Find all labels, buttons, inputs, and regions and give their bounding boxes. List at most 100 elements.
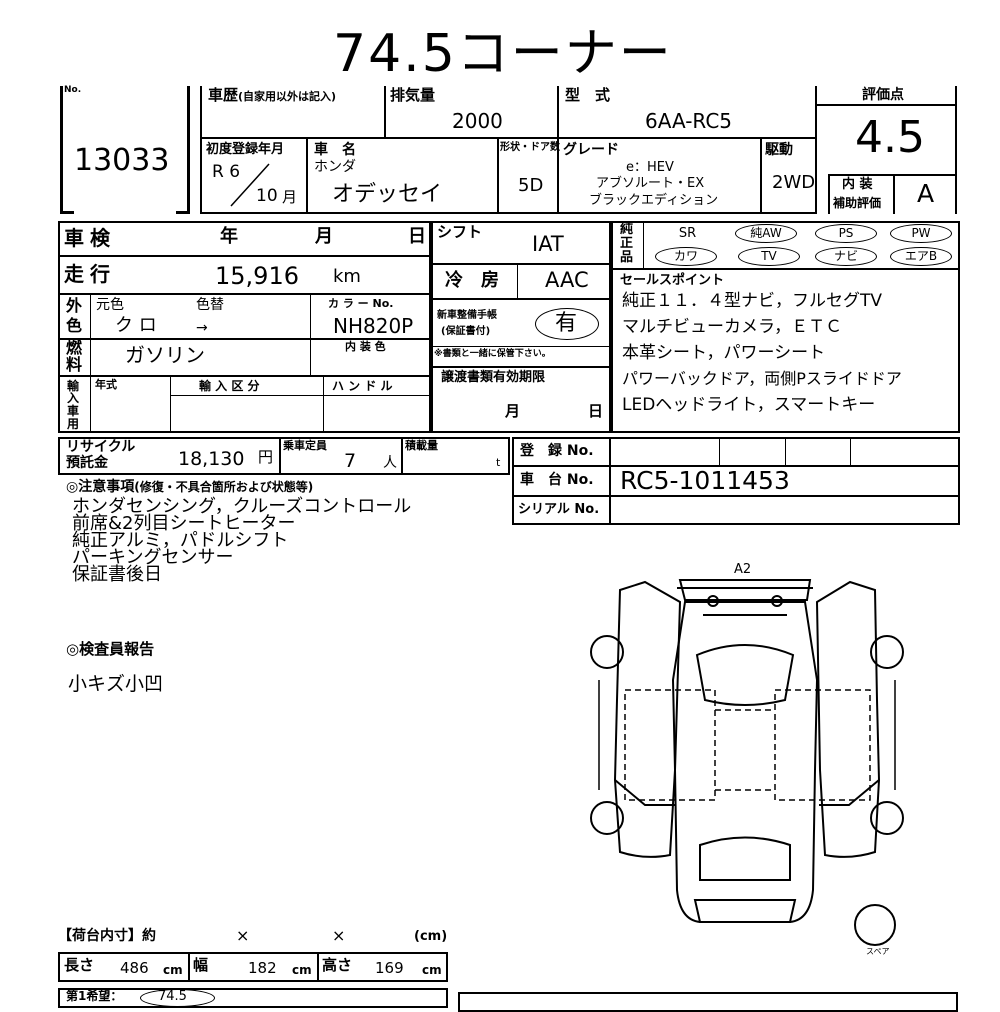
grade-line-1: e：HEV xyxy=(626,160,674,175)
first-bid-label: 第1希望： xyxy=(66,989,123,1003)
mileage-label: 走行 xyxy=(64,262,116,286)
sales-line-1: 純正１１．４型ナビ，フルセグTV xyxy=(622,291,883,311)
sales-line-4: パワーバックドア，両側Pスライドドア xyxy=(622,369,902,388)
recycle-label-1: リサイクル xyxy=(66,439,136,455)
interior-score-label-1: 内 装 xyxy=(842,177,873,192)
equipment-side-3: 品 xyxy=(620,250,634,265)
equipment-side-1: 純 xyxy=(620,222,634,237)
equipment-leather: カワ xyxy=(655,247,717,266)
color-no: NH820P xyxy=(333,314,414,338)
notes-line-5: 保証書後日 xyxy=(72,564,162,585)
mileage-value: 15,916 xyxy=(215,262,299,290)
cargo-height-label: 高さ xyxy=(322,956,353,974)
equipment-aw: 純AW xyxy=(735,224,797,243)
notes-line-2: 前席&2列目シートヒーター xyxy=(72,513,296,534)
cargo-x2: × xyxy=(332,926,346,945)
transfer-label: 譲渡書類有効期限 xyxy=(441,370,546,385)
interior-score-label-2: 補助評価 xyxy=(833,196,882,210)
cargo-length-label: 長さ xyxy=(64,956,95,974)
interior-score: A xyxy=(917,179,935,208)
chassis-label: 車 台 No. xyxy=(520,472,594,488)
drive-value: 2WD xyxy=(772,172,816,193)
color-no-label: カ ラ ー No. xyxy=(328,297,394,310)
lot-number-box: No. 13033 xyxy=(60,86,190,214)
score-label: 評価点 xyxy=(862,87,904,103)
transfer-day: 日 xyxy=(588,402,604,420)
fuel-value: ガソリン xyxy=(125,343,205,367)
inspector-text: 小キズ小凹 xyxy=(68,673,164,695)
equipment-table xyxy=(611,221,960,433)
equipment-sr: SR xyxy=(678,226,697,241)
handle-label: ハ ン ド ル xyxy=(332,379,393,393)
cargo-length-cm: cm xyxy=(163,963,183,977)
color-arrow: → xyxy=(196,320,208,336)
load-unit: t xyxy=(496,456,501,469)
cargo-height: 169 xyxy=(375,959,404,977)
model-label: 型 式 xyxy=(565,86,611,104)
displacement-label: 排気量 xyxy=(390,86,436,104)
inspector-title: ◎検査員報告 xyxy=(66,640,155,658)
equipment-pw: PW xyxy=(890,224,952,243)
ac-value: AAC xyxy=(545,268,589,292)
notes-line-4: パーキングセンサー xyxy=(72,547,234,568)
displacement-value: 2000 xyxy=(452,109,503,133)
recycle-amount: 18,130 xyxy=(178,448,245,470)
equipment-navi: ナビ xyxy=(815,247,877,266)
color-side-2: 色 xyxy=(66,316,83,335)
chassis-value: RC5-1011453 xyxy=(620,466,790,495)
cargo-width: 182 xyxy=(248,959,277,977)
shift-table xyxy=(431,221,611,433)
serial-label: シリアル No. xyxy=(518,502,600,517)
recycle-table xyxy=(58,437,510,475)
manual-value: 有 xyxy=(555,311,578,336)
doors-label: 形状・ドア数 xyxy=(500,142,560,153)
grade-label: グレード xyxy=(563,142,619,158)
import-type-label: 輸 入 区 分 xyxy=(199,379,260,393)
cargo-table xyxy=(58,952,448,982)
reg-label: 登 録 No. xyxy=(520,443,594,459)
sales-point-title: セールスポイント xyxy=(620,273,725,288)
lot-number-label: No. xyxy=(64,85,82,95)
import-side-1: 輸 xyxy=(67,379,80,393)
equipment-airbag: エアB xyxy=(890,247,952,266)
notes-title: ◎注意事項(修復・不具合箇所および状態等) xyxy=(66,479,314,495)
car-name: オデッセイ xyxy=(332,182,443,207)
capacity-unit: 人 xyxy=(383,455,397,471)
shift-value: IAT xyxy=(532,232,564,256)
import-year-label: 年式 xyxy=(95,378,117,391)
shaken-year-label: 年 xyxy=(220,226,238,247)
mileage-unit: km xyxy=(333,266,361,287)
model-value: 6AA-RC5 xyxy=(645,109,733,133)
first-bid: 74.5 xyxy=(158,989,187,1004)
transfer-month: 月 xyxy=(505,402,521,420)
import-side-2: 入 xyxy=(67,391,80,405)
fuel-side-2: 料 xyxy=(66,355,83,374)
capacity-label: 乗車定員 xyxy=(283,439,327,452)
score-value: 4.5 xyxy=(855,112,925,163)
first-registration-year: R 6 xyxy=(212,162,241,182)
equipment-side-2: 正 xyxy=(620,236,634,251)
inspection-table xyxy=(58,221,431,433)
damage-mark-a2: A2 xyxy=(734,562,752,577)
cargo-width-label: 幅 xyxy=(193,956,209,974)
color-side-1: 外 xyxy=(66,296,83,315)
sales-line-5: LEDヘッドライト，スマートキー xyxy=(622,395,876,415)
notes-line-1: ホンダセンシング，クルーズコントロール xyxy=(72,496,412,517)
month-unit: 月 xyxy=(282,188,298,206)
interior-color-label: 内 装 色 xyxy=(345,340,386,353)
first-registration-label: 初度登録年月 xyxy=(206,142,285,157)
date-slash-icon xyxy=(230,163,270,207)
shaken-label: 車検 xyxy=(64,226,116,250)
manual-note: ※書類と一緒に保管下さい。 xyxy=(434,349,551,359)
orig-color-label: 元色 xyxy=(96,297,124,313)
shift-label: シフト xyxy=(437,223,483,241)
grade-line-2: アブソルート・EX xyxy=(596,176,705,191)
cargo-height-cm: cm xyxy=(422,963,442,977)
recycle-yen: 円 xyxy=(258,448,274,466)
registration-table xyxy=(512,437,960,525)
doors-value: 5D xyxy=(518,175,544,196)
history-label: 車歴(自家用以外は記入) xyxy=(208,86,337,104)
notes-line-3: 純正アルミ，パドルシフト xyxy=(72,530,289,551)
load-label: 積載量 xyxy=(405,439,438,452)
maker: ホンダ xyxy=(314,159,356,175)
